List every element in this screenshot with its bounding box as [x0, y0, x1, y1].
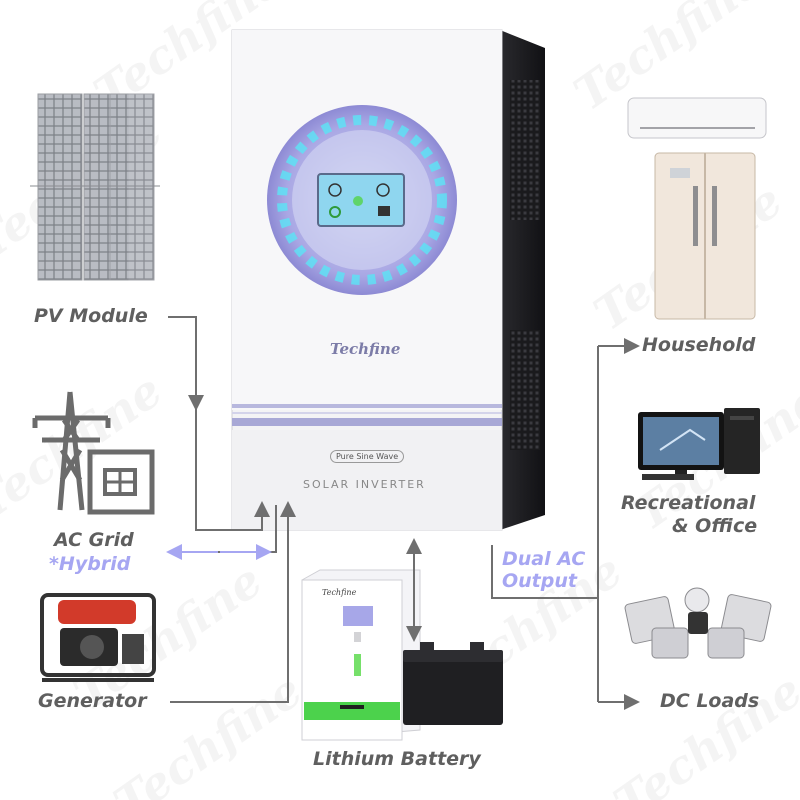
- inverter-wave-label: Pure Sine Wave: [330, 450, 405, 463]
- generator-label: Generator: [38, 690, 147, 712]
- inverter-brand: Techfine: [330, 340, 401, 358]
- hybrid-label: *Hybrid: [49, 553, 131, 575]
- household-label: Household: [642, 334, 756, 356]
- lithium-battery-label: Lithium Battery: [313, 748, 481, 770]
- pv-module-label: PV Module: [34, 305, 148, 327]
- battery-brand: Techfine: [322, 588, 357, 597]
- lithium-battery: [301, 569, 421, 741]
- refrigerator-icon: [654, 152, 756, 320]
- lead-acid-battery-icon: [403, 642, 503, 725]
- dual-ac-output-label-line2: Output: [502, 570, 577, 592]
- connection-lines: [166, 316, 640, 710]
- air-conditioner-icon: [627, 97, 767, 139]
- solar-panel-icon: [30, 93, 160, 281]
- inverter-model-label: SOLAR INVERTER: [303, 478, 426, 491]
- power-tower-icon: [32, 391, 111, 511]
- desktop-computer-icon: [638, 408, 760, 480]
- dual-ac-output-label-line1: Dual AC: [502, 548, 586, 570]
- dc-loads-label: DC Loads: [660, 690, 760, 712]
- office-label: & Office: [672, 515, 758, 537]
- building-icon: [87, 449, 155, 515]
- battery-screen: [343, 606, 373, 626]
- generator-icon: [40, 593, 156, 682]
- recreational-label: Recreational: [621, 492, 756, 514]
- flood-light-icon: [624, 587, 772, 659]
- ac-grid-label: AC Grid: [54, 529, 134, 551]
